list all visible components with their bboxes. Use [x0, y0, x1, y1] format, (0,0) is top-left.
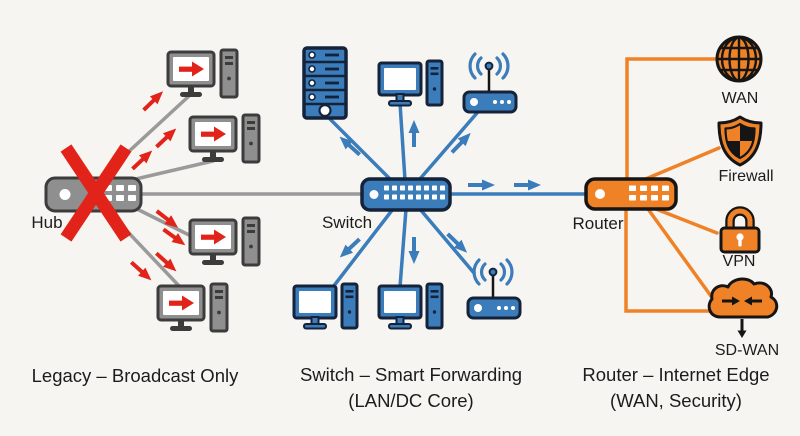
legacy-pc-icon-1: [166, 48, 239, 99]
hub-label: Hub: [31, 213, 62, 232]
server-icon: [302, 46, 348, 120]
router-label: Router: [572, 214, 623, 233]
vpn-label: VPN: [723, 253, 756, 270]
router-link-sdwan-diagonal: [646, 207, 718, 305]
router-caption-line1: Router – Internet Edge: [582, 364, 769, 385]
router-link-sdwan-elbow: [624, 207, 716, 313]
broadcast-arrow: [126, 144, 158, 175]
firewall-label: Firewall: [718, 168, 773, 185]
switch-caption-line1: Switch – Smart Forwarding: [300, 364, 522, 385]
legacy-section: Hub Legacy – Broadcast Only: [31, 48, 364, 386]
hub-link-pc2: [125, 159, 215, 183]
forward-arrow: [512, 177, 543, 193]
router-caption-line2: (WAN, Security): [610, 390, 742, 411]
router-link-firewall: [639, 146, 721, 183]
broadcast-arrow: [137, 85, 169, 116]
switch-section: Switch Switch – Smart Forwarding (LAN/DC…: [292, 46, 588, 411]
vpn-lock-icon: [719, 206, 761, 254]
lan-pc-icon-bottom-middle: [377, 282, 444, 330]
sdwan-cloud-icon: [707, 277, 779, 338]
router-device: [584, 177, 678, 211]
lan-pc-icon-bottom-left: [292, 282, 359, 330]
switch-link-top-ap: [417, 111, 479, 182]
forward-arrow: [406, 235, 422, 266]
legacy-pc-icon-2: [188, 113, 261, 164]
forward-arrow: [334, 233, 366, 264]
switch-label: Switch: [322, 213, 372, 232]
legacy-caption: Legacy – Broadcast Only: [32, 365, 239, 386]
broadcast-arrow: [125, 256, 158, 287]
switch-device: [360, 177, 452, 212]
switch-link-server: [328, 117, 393, 182]
forward-arrow: [406, 118, 422, 149]
forward-arrow: [466, 177, 497, 193]
router-section: WAN Firewall VPN: [572, 35, 779, 411]
sdwan-label: SD-WAN: [715, 342, 779, 359]
lan-pc-icon-top: [377, 59, 444, 107]
legacy-pc-icon-3: [188, 216, 261, 267]
legacy-pc-icon-4: [156, 282, 229, 333]
hub-link-pc3: [129, 204, 195, 239]
wan-label: WAN: [722, 90, 759, 107]
wireless-ap-icon-top: [462, 52, 518, 114]
red-x-icon: [60, 144, 132, 242]
wireless-ap-icon-bottom: [466, 258, 522, 320]
router-link-vpn: [654, 207, 719, 235]
switch-link-bottom-ap: [417, 206, 476, 275]
wan-globe-icon: [715, 35, 763, 83]
router-link-wan: [625, 57, 717, 181]
switch-link-bottom-pc: [398, 207, 408, 289]
switch-link-top-pc: [398, 101, 407, 182]
switch-caption-line2: (LAN/DC Core): [348, 390, 473, 411]
firewall-shield-icon: [717, 115, 763, 167]
switch-link-bottom-left-pc: [331, 207, 395, 289]
broadcast-arrow: [150, 122, 182, 153]
